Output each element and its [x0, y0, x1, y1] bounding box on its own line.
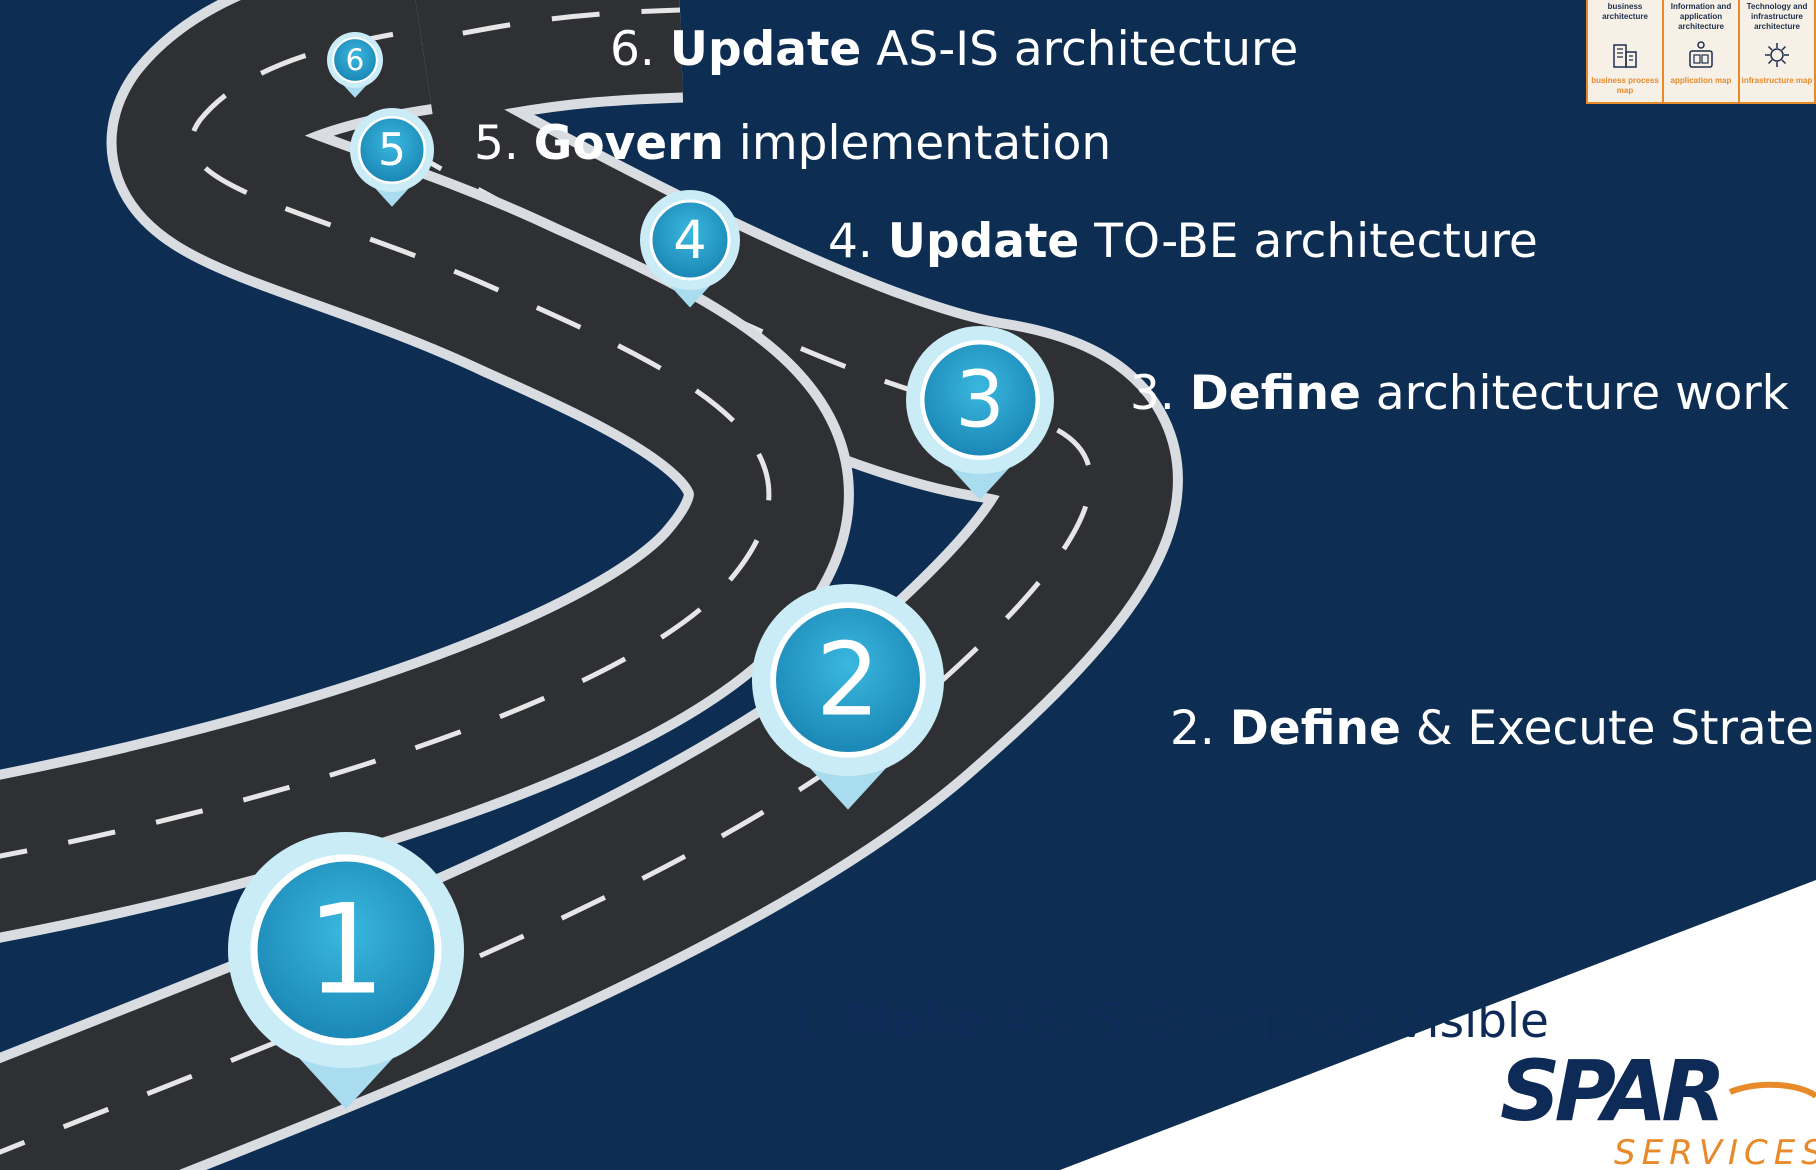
- gear-icon: [1765, 43, 1789, 67]
- legend-footer: infrastructure map: [1741, 76, 1813, 85]
- architecture-legend: business architecture business process m…: [1586, 0, 1816, 104]
- legend-footer: business process map: [1591, 76, 1659, 95]
- step-6-pin: 6: [327, 32, 383, 98]
- step-4-pin-number: 4: [673, 210, 706, 271]
- step-3-pin-number: 3: [955, 356, 1004, 446]
- white-corner-panel: [1060, 880, 1816, 1170]
- step-2-pin: 2: [752, 584, 944, 810]
- step-5-label: 5. Govern implementation: [474, 116, 1112, 171]
- step-3-pin: 3: [906, 326, 1054, 500]
- spar-services-logo: SPAR SERVICES: [1500, 1042, 1816, 1170]
- step-1-pin-number: 1: [307, 878, 386, 1022]
- step-1-pin: 1: [228, 832, 464, 1110]
- logo-main-text: SPAR: [1500, 1042, 1720, 1140]
- legend-column-application: Information and application architecture…: [1664, 0, 1740, 102]
- building-icon: [1613, 44, 1637, 68]
- step-1-label: 1. Make AS-IS Enterprise Visible: [786, 994, 1549, 1049]
- legend-column-technology: Technology and infrastructure architectu…: [1740, 0, 1814, 102]
- legend-heading: business architecture: [1602, 2, 1648, 21]
- step-6-label: 6. Update AS-IS architecture: [610, 22, 1299, 77]
- step-2-label: 2. Define & Execute Strategy: [1170, 701, 1816, 756]
- step-3-label: 3. Define architecture work: [1130, 366, 1789, 421]
- step-5-pin-number: 5: [378, 125, 406, 176]
- legend-heading: Information and application architecture: [1670, 2, 1732, 31]
- step-5-pin: 5: [350, 108, 434, 207]
- legend-footer: application map: [1670, 76, 1732, 85]
- legend-column-business: business architecture business process m…: [1588, 0, 1664, 102]
- upper-road-lane-marks: [0, 27, 772, 859]
- legend-heading: Technology and infrastructure architectu…: [1746, 2, 1808, 31]
- step-6-pin-number: 6: [346, 43, 365, 77]
- logo-swoosh: [1728, 1081, 1816, 1099]
- logo-sub-text: SERVICES: [1614, 1133, 1816, 1170]
- step-4-label: 4. Update TO-BE architecture: [828, 214, 1538, 269]
- step-2-pin-number: 2: [816, 621, 880, 739]
- application-icon: [1689, 41, 1713, 68]
- step-4-pin: 4: [640, 190, 740, 308]
